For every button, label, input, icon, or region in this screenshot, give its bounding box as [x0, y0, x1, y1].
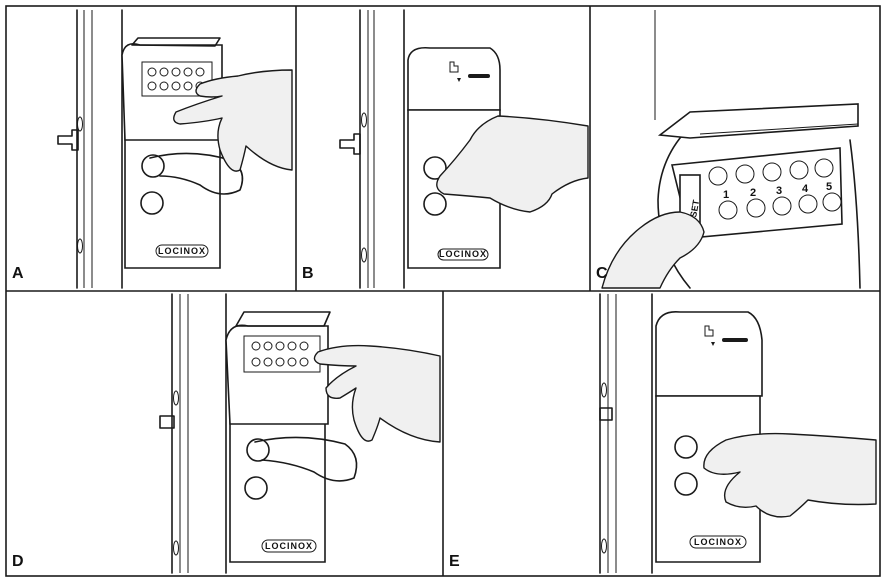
panel-label-e: E	[449, 553, 460, 570]
hand-icon	[703, 432, 877, 518]
latch-bolt-icon	[57, 129, 79, 151]
panel-d: LOCINOX D	[12, 293, 441, 574]
panel-grid	[5, 5, 881, 577]
hand-pointer-icon	[449, 61, 490, 82]
brand-label-d: LOCINOX	[265, 541, 313, 551]
keypad-icon	[141, 61, 213, 97]
key-number-5: 5	[826, 181, 832, 193]
panel-e: LOCINOX E	[449, 293, 877, 574]
hand-icon	[436, 115, 589, 213]
brand-label-e: LOCINOX	[694, 537, 742, 547]
key-number-1: 1	[723, 189, 729, 201]
door-handle-icon	[423, 156, 447, 216]
brand-label-b: LOCINOX	[439, 249, 487, 259]
door-handle-icon	[674, 435, 698, 496]
hand-icon	[173, 69, 293, 172]
panel-label-d: D	[12, 553, 24, 570]
panel-c: 1 2 3 4 5 RESET C	[596, 10, 861, 289]
hand-icon	[601, 211, 705, 289]
door-handle-icon	[244, 436, 358, 500]
panel-label-b: B	[302, 265, 314, 282]
panel-label-c: C	[596, 265, 608, 282]
arrow-down-icon	[711, 342, 715, 346]
hand-pointer-icon	[704, 325, 748, 346]
key-number-4: 4	[802, 183, 809, 195]
keypad-icon: 1 2 3 4 5	[671, 147, 843, 239]
door-handle-icon	[140, 152, 244, 215]
brand-label-a: LOCINOX	[158, 246, 206, 256]
key-number-2: 2	[750, 187, 756, 199]
panel-label-a: A	[12, 265, 24, 282]
panel-b: LOCINOX B	[302, 9, 589, 289]
hand-icon	[313, 344, 441, 443]
key-number-3: 3	[776, 185, 782, 197]
panel-a: LOCINOX A	[12, 9, 293, 289]
